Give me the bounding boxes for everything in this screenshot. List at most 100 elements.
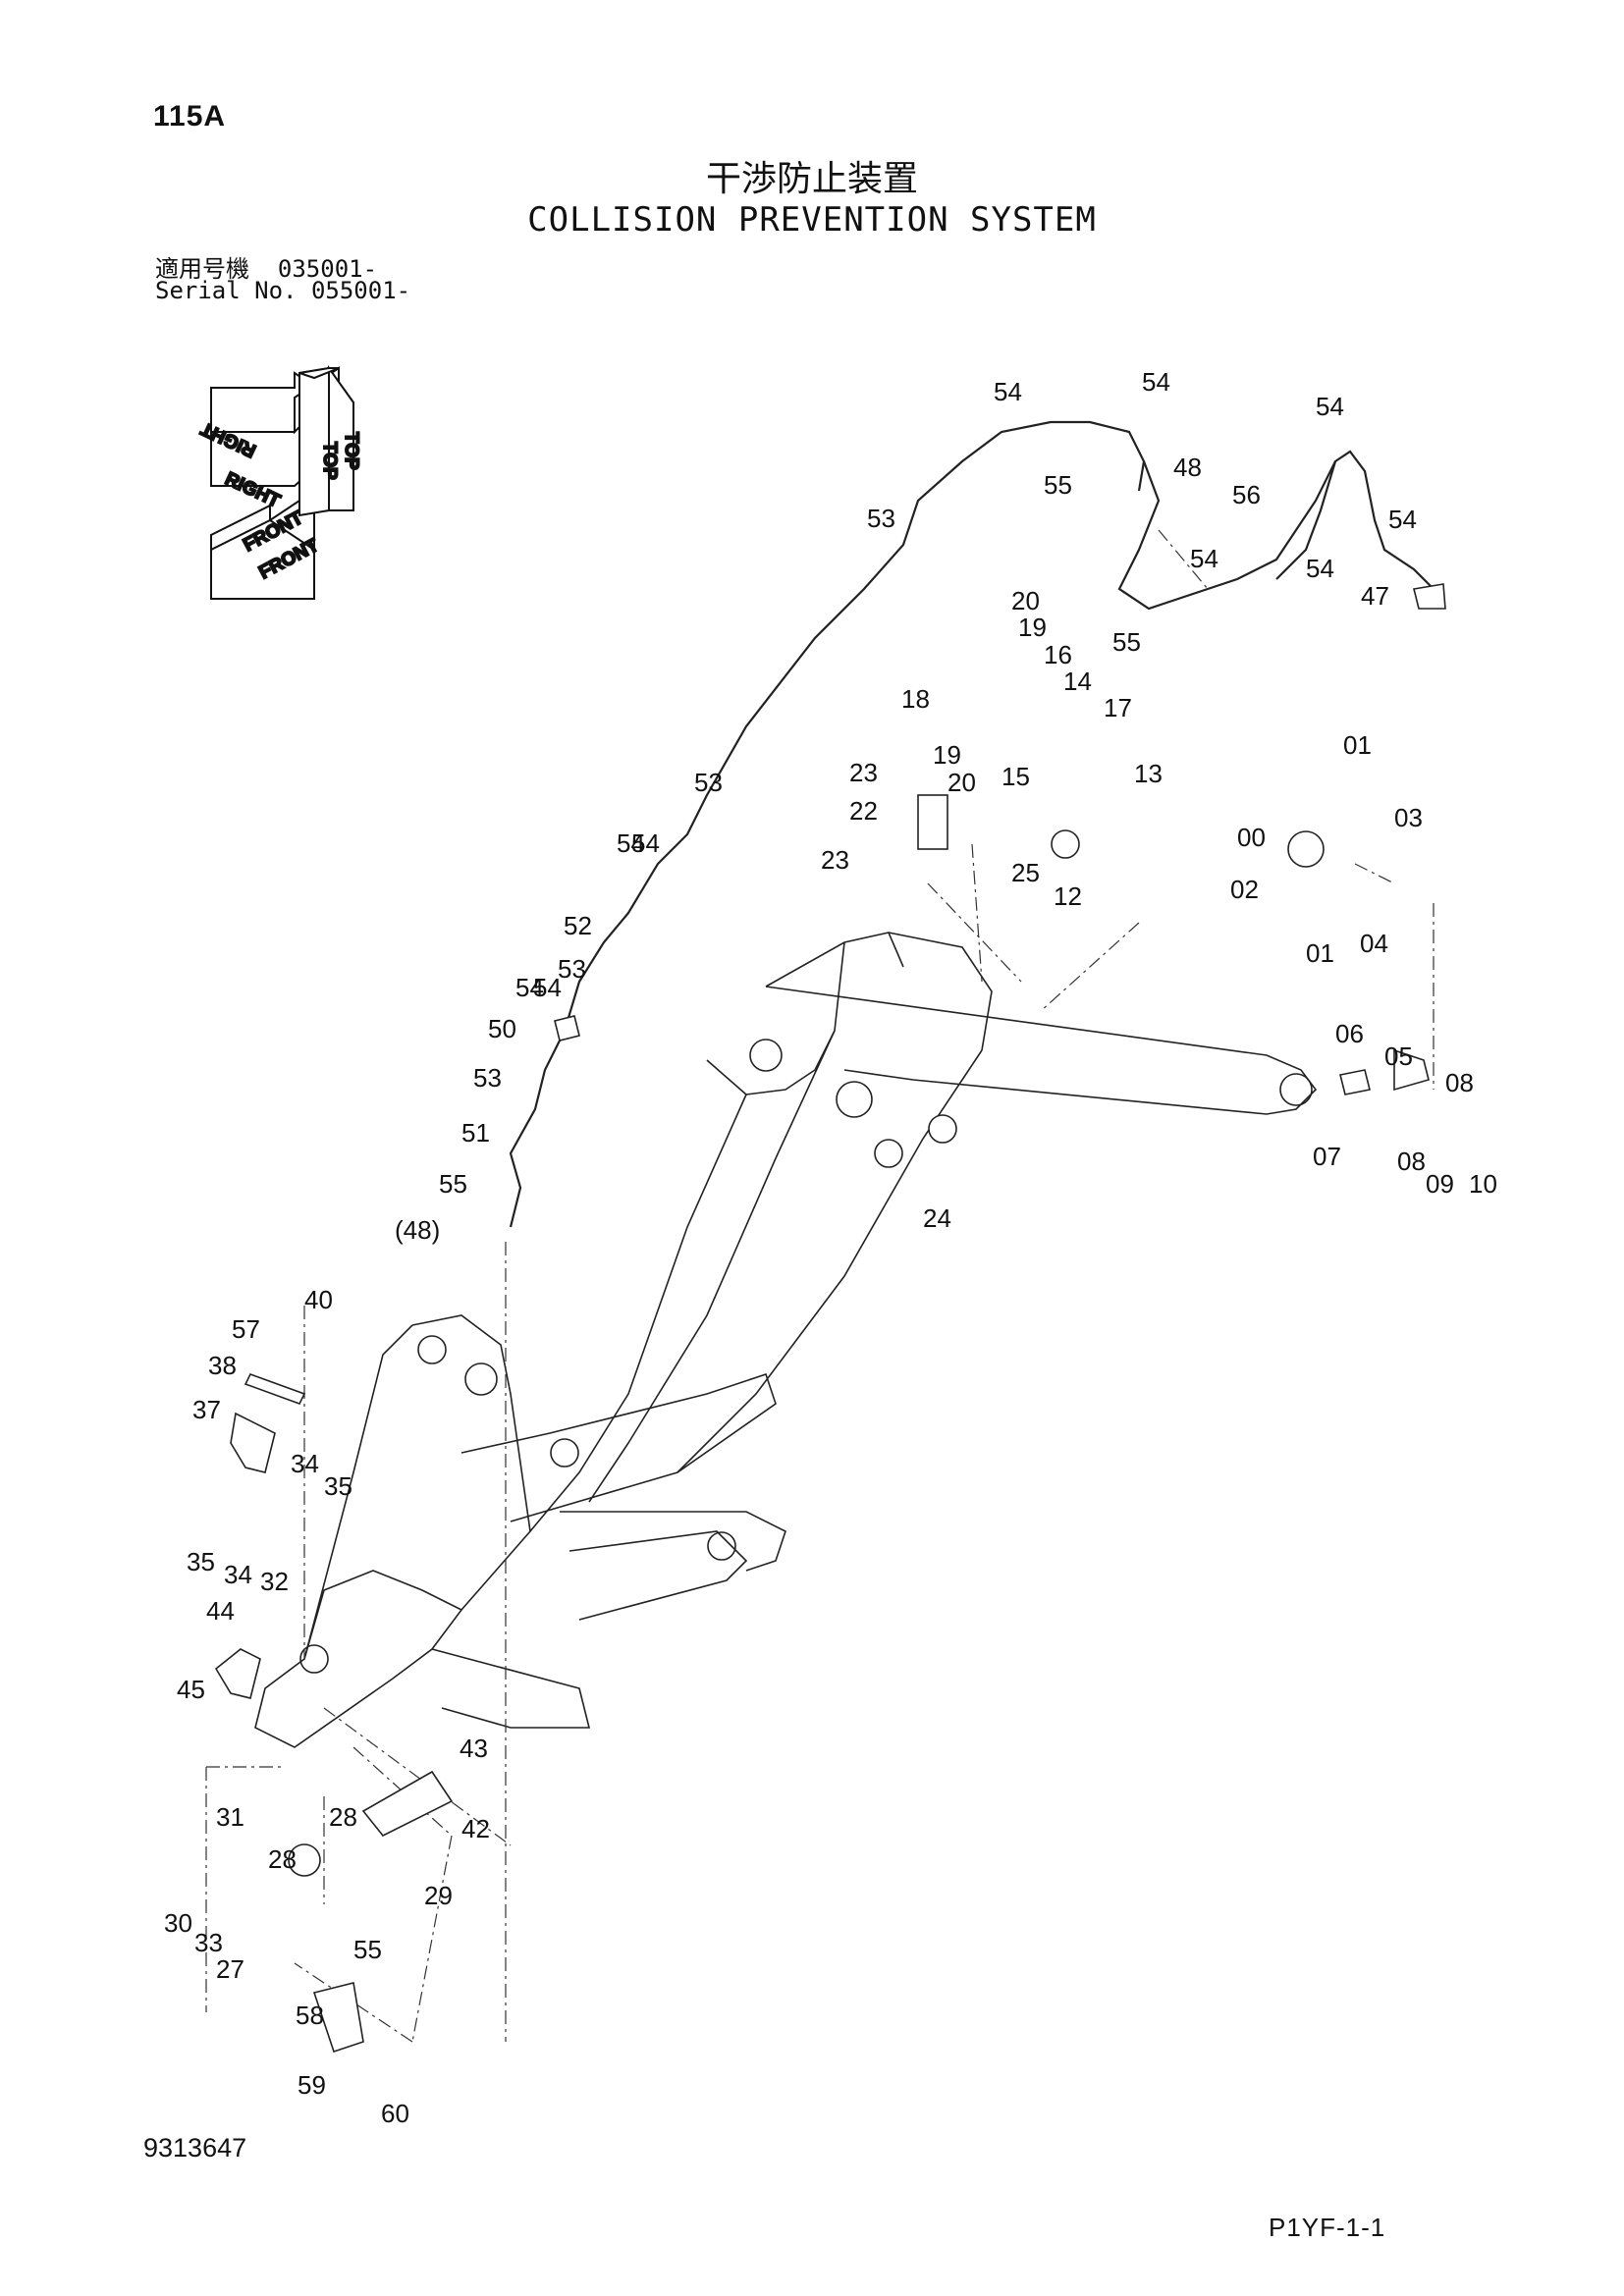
callout-14: 14 xyxy=(1063,667,1092,696)
part-05 xyxy=(1393,1048,1430,1092)
callout-33: 33 xyxy=(194,1928,223,1957)
callout-35-a: 35 xyxy=(324,1471,352,1501)
callout-23-a: 23 xyxy=(849,758,878,787)
callout-52: 52 xyxy=(564,911,592,940)
callout-31: 31 xyxy=(216,1802,244,1832)
callout-15: 15 xyxy=(1001,762,1030,791)
callout-53-b: 53 xyxy=(694,768,723,797)
callout-28-a: 28 xyxy=(329,1802,357,1832)
harness-route xyxy=(509,420,1435,1228)
callout-01-a: 01 xyxy=(1343,730,1372,760)
callout-04: 04 xyxy=(1360,929,1388,958)
boom-assembly xyxy=(254,932,1318,1748)
part-glyphs xyxy=(214,583,1446,2054)
part-44 xyxy=(214,1648,261,1699)
callout-58: 58 xyxy=(296,2001,324,2030)
callout-54-b: 54 xyxy=(1142,367,1170,397)
page-id: 115A xyxy=(153,100,227,133)
callout-47: 47 xyxy=(1361,581,1389,611)
callout-03: 03 xyxy=(1394,803,1423,832)
callout-02: 02 xyxy=(1230,875,1259,904)
callout-25: 25 xyxy=(1011,858,1040,887)
serial-label-en: Serial No. xyxy=(155,277,298,304)
callouts: 54 54 54 54 54 54 54 54 55 48 56 53 55 4… xyxy=(164,367,1497,2128)
callout-07: 07 xyxy=(1313,1142,1341,1171)
callout-13: 13 xyxy=(1134,759,1163,788)
part-42 xyxy=(361,1770,454,1838)
callout-22: 22 xyxy=(849,796,878,826)
callout-24: 24 xyxy=(923,1203,951,1233)
callout-54-e: 54 xyxy=(1190,544,1218,573)
callout-29: 29 xyxy=(424,1881,453,1910)
part-37 xyxy=(230,1412,276,1473)
callout-08-b: 08 xyxy=(1397,1147,1426,1176)
orientation-cube: TOP TOP RIGHT RIGHT FRONT FRONT xyxy=(196,364,362,600)
callout-05: 05 xyxy=(1384,1041,1413,1071)
callout-20-b: 20 xyxy=(947,768,976,797)
page-reference: P1YF-1-1 xyxy=(1269,2213,1386,2242)
callout-51: 51 xyxy=(461,1118,490,1148)
callout-09: 09 xyxy=(1426,1169,1454,1199)
callout-54-f: 54 xyxy=(1306,554,1334,583)
callout-53-d: 53 xyxy=(473,1063,502,1093)
part-27 xyxy=(288,1843,321,1877)
callout-30: 30 xyxy=(164,1908,192,1938)
part-12 xyxy=(1051,829,1080,859)
callout-53-c: 53 xyxy=(558,954,586,984)
callout-50: 50 xyxy=(488,1014,516,1043)
callout-37: 37 xyxy=(192,1395,221,1424)
callout-06: 06 xyxy=(1335,1019,1364,1048)
callout-01-b: 01 xyxy=(1306,938,1334,968)
callout-56: 56 xyxy=(1232,480,1261,509)
callout-34-b: 34 xyxy=(224,1560,252,1589)
callout-59: 59 xyxy=(298,2070,326,2100)
callout-20-a: 20 xyxy=(1011,586,1040,615)
serial-line-1: 適用号機 035001- xyxy=(155,249,377,284)
callout-48: 48 xyxy=(1173,453,1202,482)
orient-top-1: TOP xyxy=(319,442,340,480)
callout-00: 00 xyxy=(1237,823,1266,852)
callout-16: 16 xyxy=(1044,640,1072,669)
drawing-number: 9313647 xyxy=(143,2133,247,2163)
callout-54-h: 54 xyxy=(515,973,544,1002)
part-38 xyxy=(244,1373,306,1405)
callout-19-a: 19 xyxy=(1018,613,1047,642)
callout-54-c: 54 xyxy=(1316,392,1344,421)
part-58 xyxy=(312,1982,364,2054)
callout-38: 38 xyxy=(208,1351,237,1380)
title-english: COLLISION PREVENTION SYSTEM xyxy=(527,200,1097,240)
callout-54-i: 54 xyxy=(631,828,660,858)
callout-54-j: 54 xyxy=(533,973,562,1002)
callout-28-b: 28 xyxy=(268,1844,297,1874)
callout-19-b: 19 xyxy=(933,740,961,770)
callout-34-a: 34 xyxy=(291,1449,319,1478)
orient-top-2: TOP xyxy=(341,432,361,470)
callout-35-b: 35 xyxy=(187,1547,215,1576)
serial-line-2: Serial No. 055001- xyxy=(155,277,410,304)
callout-23-b: 23 xyxy=(821,845,849,875)
callout-55-c: 55 xyxy=(439,1169,467,1199)
callout-55-b: 55 xyxy=(1112,627,1141,657)
callout-40: 40 xyxy=(304,1285,333,1314)
part-06 xyxy=(1339,1069,1371,1095)
part-50 xyxy=(554,1015,580,1041)
callout-32: 32 xyxy=(260,1567,289,1596)
callout-27: 27 xyxy=(216,1954,244,1984)
callout-44: 44 xyxy=(206,1596,235,1626)
serial-label-jp: 適用号機 xyxy=(155,255,249,283)
callout-48-ref: (48) xyxy=(395,1215,440,1245)
callout-43: 43 xyxy=(460,1734,488,1763)
callout-10: 10 xyxy=(1469,1169,1497,1199)
part-00 xyxy=(1287,830,1325,868)
part-22 xyxy=(917,794,948,850)
callout-18: 18 xyxy=(901,684,930,714)
callout-57: 57 xyxy=(232,1314,260,1344)
callout-08-a: 08 xyxy=(1445,1068,1474,1097)
callout-54-d: 54 xyxy=(1388,505,1417,534)
part-24 xyxy=(928,1114,957,1144)
callout-53-a: 53 xyxy=(867,504,895,533)
callout-54-a: 54 xyxy=(994,377,1022,406)
callout-17: 17 xyxy=(1104,693,1132,722)
title-japanese: 干渉防止装置 xyxy=(705,159,918,199)
